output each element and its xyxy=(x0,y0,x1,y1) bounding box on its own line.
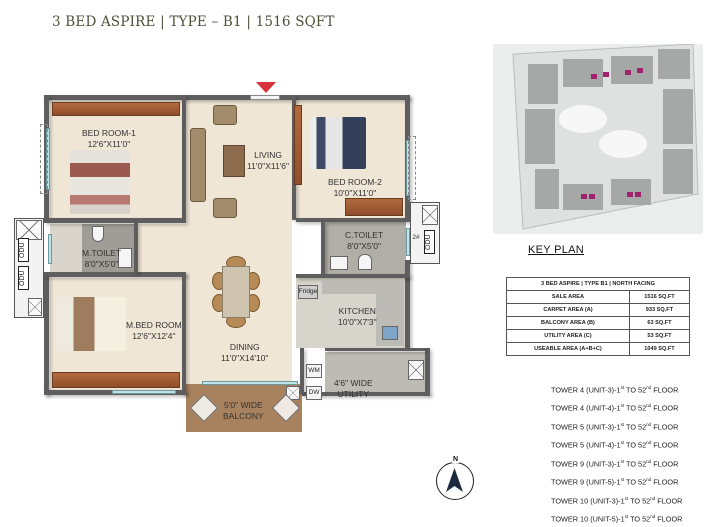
window xyxy=(46,128,50,190)
wall xyxy=(296,218,410,222)
room-label-m-toilet: M.TOILET 8'0"X5'0" xyxy=(82,248,122,269)
odu-label: ODU xyxy=(18,238,29,262)
key-plan-title: KEY PLAN xyxy=(528,244,585,256)
page-title: 3 BED ASPIRE | TYPE – B1 | 1516 SQFT xyxy=(52,14,335,30)
table-header-row: 3 BED ASPIRE | TYPE B1 | NORTH FACING xyxy=(506,277,690,291)
bed xyxy=(56,297,126,351)
floor-plan: ODU ODU ODU 2# Fridge WM DW BED ROOM-1 1… xyxy=(14,82,440,432)
table-row: SALE AREA 1516 SQ.FT xyxy=(506,290,691,304)
table-header: 3 BED ASPIRE | TYPE B1 | NORTH FACING xyxy=(506,277,690,291)
wc xyxy=(358,254,372,270)
wall xyxy=(321,222,325,274)
kitchen-sink xyxy=(382,326,398,340)
wall xyxy=(182,272,186,395)
fridge xyxy=(298,285,318,299)
wardrobe xyxy=(294,105,302,185)
balcony-door xyxy=(202,381,298,385)
wall xyxy=(182,95,186,218)
main-door xyxy=(250,95,280,100)
dishwasher xyxy=(306,386,322,400)
room-label-dining: DINING 11'0"X14'10" xyxy=(221,342,269,363)
key-plan-map xyxy=(493,44,703,234)
washing-machine xyxy=(306,364,322,378)
table-row: BALCONY AREA (B) 63 SQ.FT xyxy=(506,316,691,330)
wall xyxy=(44,275,49,395)
list-item: TOWER 5 (UNIT-3)-1st TO 52nd FLOOR xyxy=(551,421,679,432)
site-plan-icon xyxy=(512,44,699,230)
wardrobe xyxy=(52,102,180,116)
list-item: TOWER 4 (UNIT-3)-1st TO 52nd FLOOR xyxy=(551,385,679,395)
shaft xyxy=(28,298,42,316)
tower-list: TOWER 4 (UNIT-3)-1st TO 52nd FLOOR TOWER… xyxy=(551,380,682,527)
wall xyxy=(300,348,304,394)
wm-label: WM xyxy=(308,367,320,374)
window xyxy=(112,390,176,394)
area-table: 3 BED ASPIRE | TYPE B1 | NORTH FACING SA… xyxy=(506,277,691,356)
wall xyxy=(425,348,430,394)
room-label-m-bed-room: M.BED ROOM 12'6"X12'4" xyxy=(126,320,182,341)
sofa xyxy=(190,128,206,202)
room-label-utility: 4'6" WIDE UTILITY xyxy=(334,378,373,399)
wall xyxy=(44,272,186,277)
north-label: N xyxy=(452,456,460,463)
fridge-label: Fridge xyxy=(298,288,318,295)
entrance-arrow-icon xyxy=(256,82,276,93)
window-bay xyxy=(40,124,48,194)
room-label-living: LIVING 11'0"X11'6" xyxy=(247,150,290,171)
washbasin xyxy=(118,248,132,268)
list-item: TOWER 4 (UNIT-4)-1st TO 52nd FLOOR xyxy=(551,403,679,413)
room-label-balcony: 5'0" WIDE BALCONY xyxy=(223,400,264,421)
coffee-table xyxy=(223,145,245,177)
shaft xyxy=(408,360,424,380)
window xyxy=(48,234,52,264)
wall xyxy=(296,274,410,278)
list-item: TOWER 10 (UNIT-5)-1st TO 52nd FLOOR xyxy=(551,513,683,524)
wall xyxy=(302,392,430,396)
shaft-label: 2# xyxy=(412,234,420,241)
odu-label: ODU xyxy=(424,230,435,254)
room-label-c-toilet: C.TOILET 8'0"X5'0" xyxy=(345,230,384,251)
bed xyxy=(70,150,130,214)
list-item: TOWER 10 (UNIT-3)-1st TO 52nd FLOOR xyxy=(551,495,683,505)
room-label-bed-room-1: BED ROOM-1 12'6"X11'0" xyxy=(82,128,136,149)
armchair xyxy=(213,105,237,125)
wall xyxy=(325,348,425,351)
table-row: USEABLE AREA (A+B+C) 1049 SQ.FT xyxy=(506,342,691,356)
room-label-bed-room-2: BED ROOM-2 10'0"X11'0" xyxy=(328,177,382,198)
shaft xyxy=(16,220,42,240)
shaft xyxy=(286,386,300,400)
list-item: TOWER 9 (UNIT-5)-1st TO 52nd FLOOR xyxy=(551,477,679,487)
dining-table xyxy=(222,266,250,318)
north-compass-icon xyxy=(436,462,474,500)
wardrobe xyxy=(52,372,180,388)
armchair xyxy=(213,198,237,218)
table-row: CARPET AREA (A) 933 SQ.FT xyxy=(506,303,691,317)
wardrobe xyxy=(345,198,403,216)
north-arrow-icon xyxy=(446,468,463,492)
room-label-kitchen: KITCHEN 10'0"X7'3" xyxy=(338,306,377,327)
table-row: UTILITY AREA (C) 53 SQ.FT xyxy=(506,329,691,343)
bed xyxy=(310,117,366,169)
dw-label: DW xyxy=(308,389,320,396)
wall xyxy=(405,260,410,348)
list-item: TOWER 9 (UNIT-3)-1st TO 52nd FLOOR xyxy=(551,458,679,469)
odu-label: ODU xyxy=(18,266,29,290)
kitchen-counter xyxy=(322,280,404,294)
shaft xyxy=(422,205,438,225)
window xyxy=(406,228,410,256)
list-item: TOWER 5 (UNIT-4)-1st TO 52nd FLOOR xyxy=(551,440,679,450)
wall xyxy=(44,95,410,100)
washbasin xyxy=(330,256,348,270)
floor-passage xyxy=(138,224,186,274)
window-bay xyxy=(408,136,416,200)
wall xyxy=(44,218,186,223)
wc xyxy=(92,226,104,242)
wall xyxy=(134,223,138,273)
